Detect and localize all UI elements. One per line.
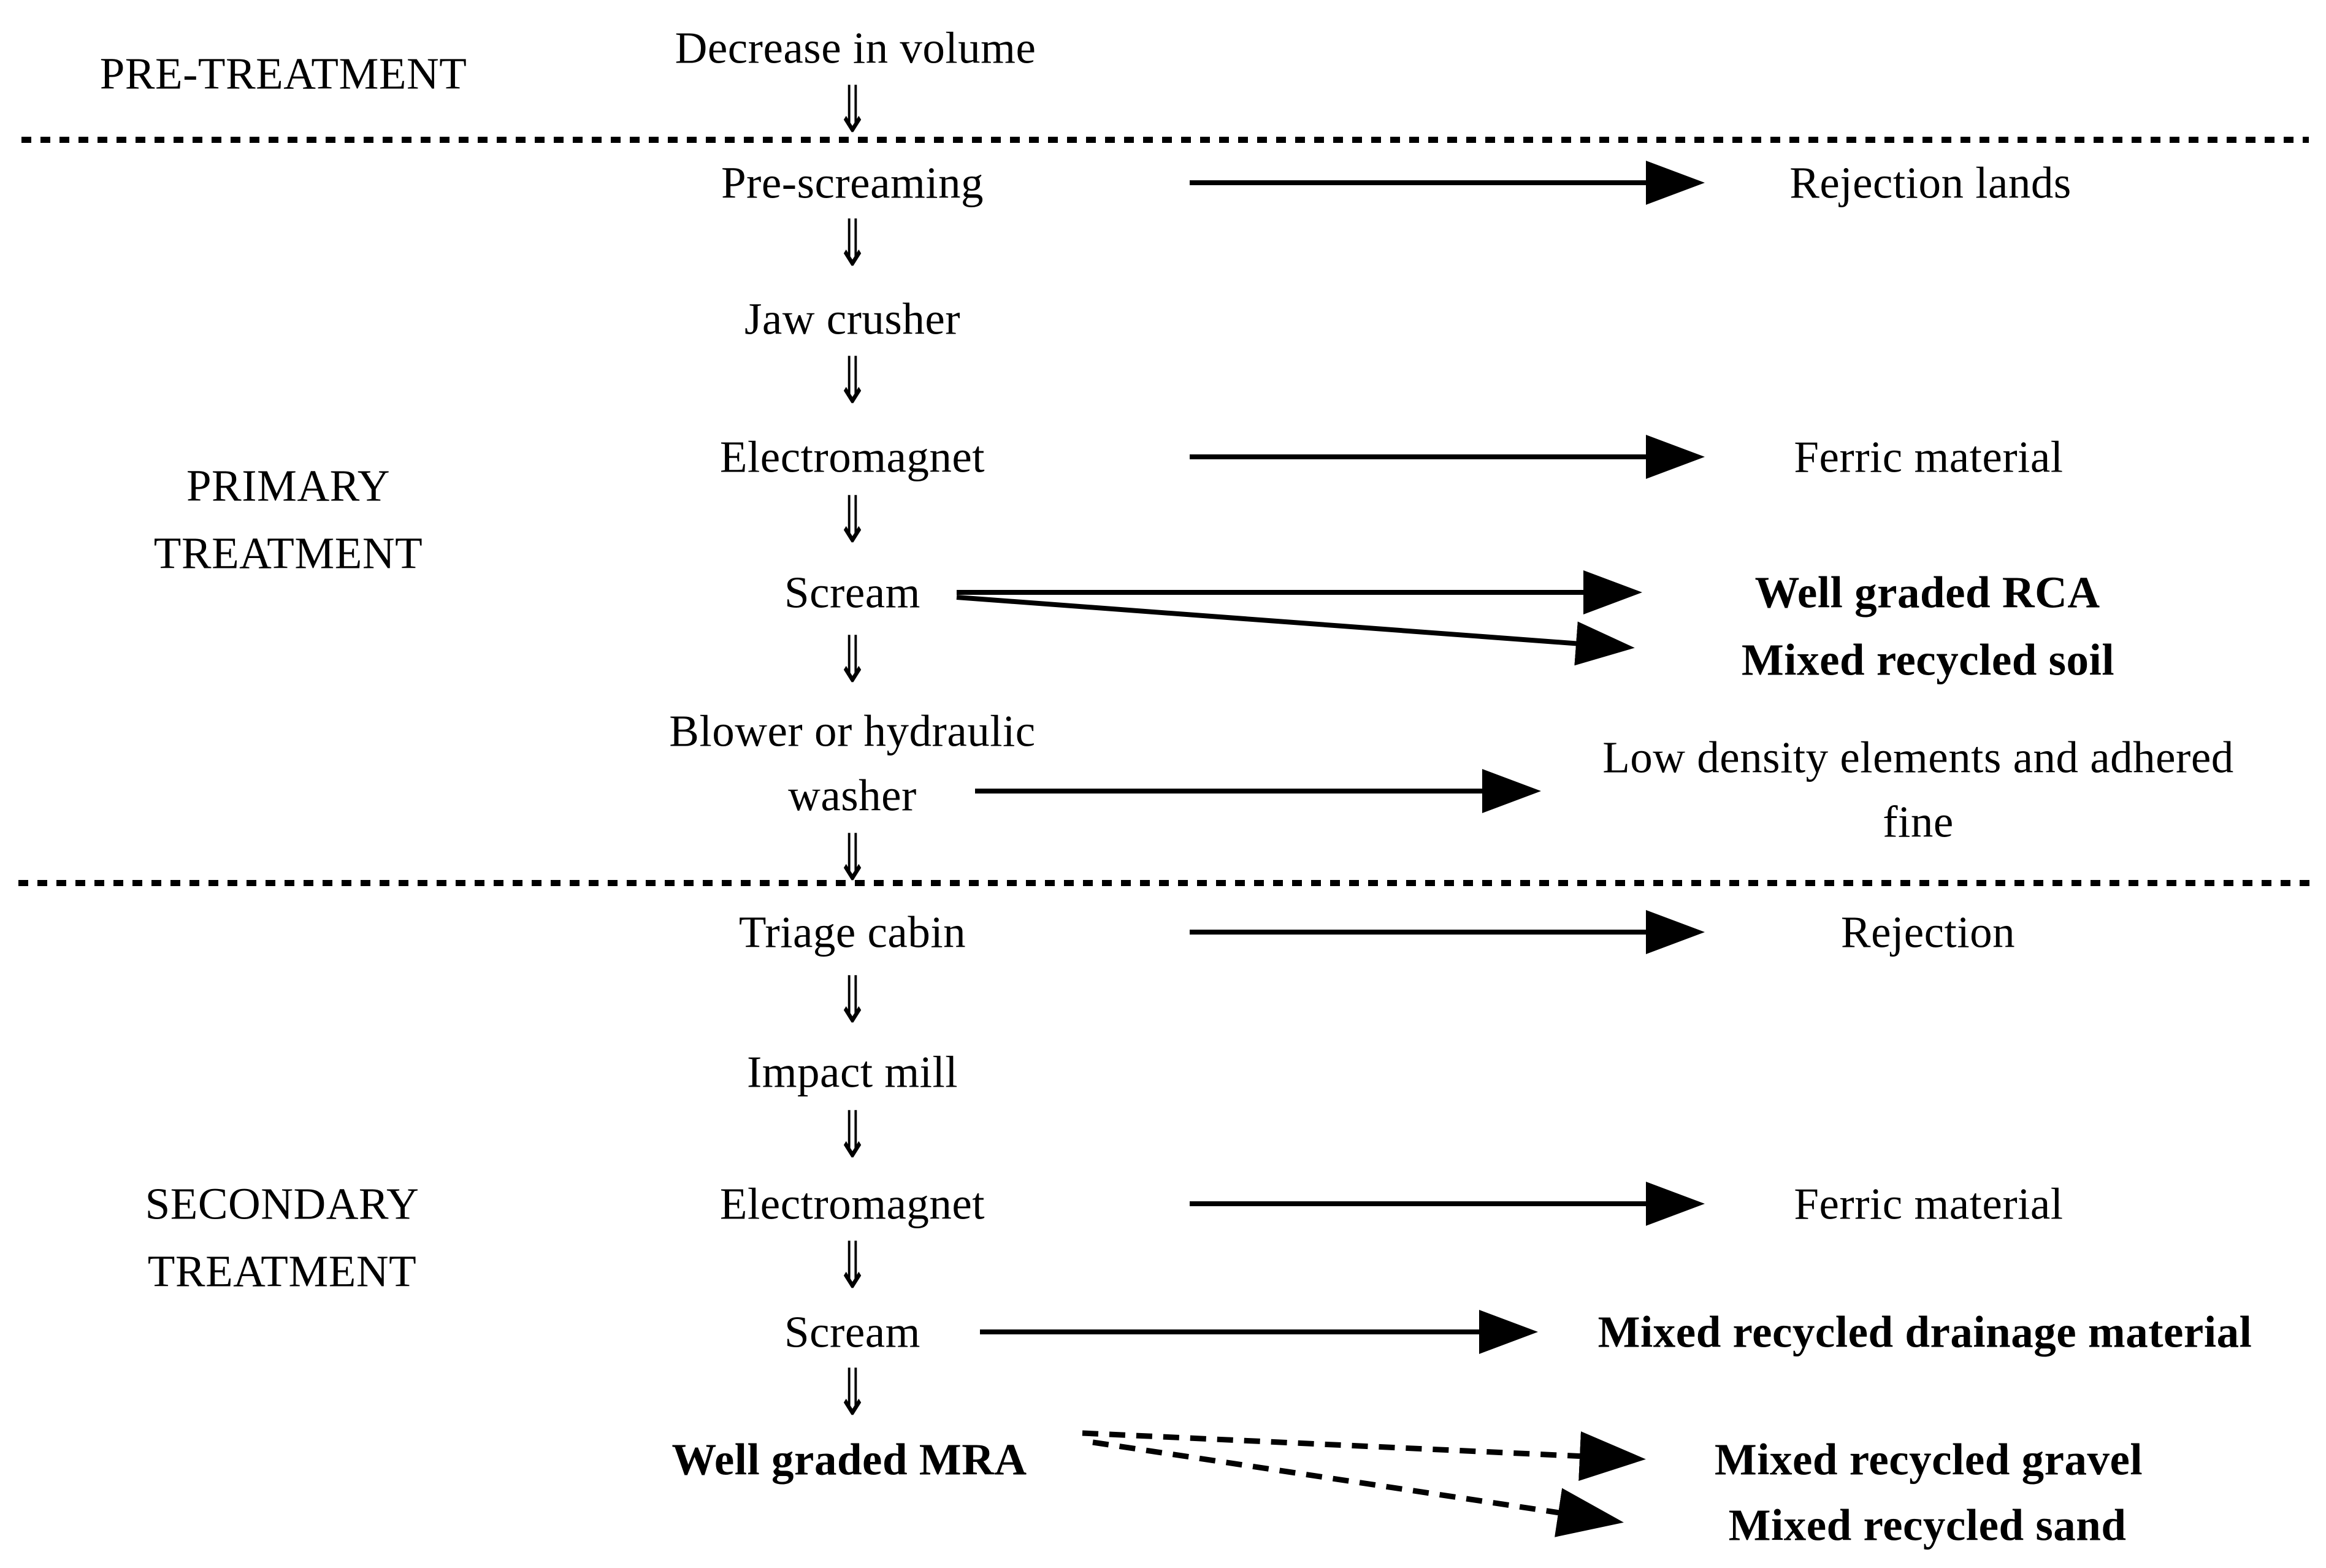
output-ferric-material-secondary: Ferric material: [1794, 1179, 2064, 1229]
output-ferric-material-primary: Ferric material: [1794, 432, 2064, 482]
output-mixed-recycled-drainage: Mixed recycled drainage material: [1597, 1307, 2252, 1357]
arrow-mra-to-mixed-recycled-gravel: [1082, 1430, 1646, 1482]
arrow-scream1-to-mixed-recycled-soil: [956, 595, 1635, 666]
step-blower-line2: washer: [788, 770, 917, 820]
output-mixed-recycled-gravel: Mixed recycled gravel: [1714, 1434, 2143, 1485]
output-well-graded-rca: Well graded RCA: [1754, 567, 2100, 618]
step-electromagnet-primary: Electromagnet: [719, 432, 985, 482]
step-blower-line1: Blower or hydraulic: [669, 706, 1036, 756]
output-rejection-lands: Rejection lands: [1789, 158, 2072, 208]
output-low-density-line1: Low density elements and adhered: [1602, 732, 2234, 782]
step-scream-primary: Scream: [784, 567, 920, 618]
flow-down-arrow-10: ⇓: [835, 1356, 870, 1431]
flow-down-arrow-6: ⇓: [835, 821, 870, 896]
output-mixed-recycled-sand: Mixed recycled sand: [1728, 1500, 2127, 1550]
step-electromagnet-secondary: Electromagnet: [719, 1179, 985, 1229]
flow-down-arrow-4: ⇓: [835, 483, 870, 558]
step-scream-secondary: Scream: [784, 1307, 920, 1357]
output-low-density-line2: fine: [1883, 797, 1954, 847]
section-label-secondary-line2: TREATMENT: [147, 1246, 417, 1296]
section-label-secondary-line1: SECONDARY: [145, 1179, 419, 1229]
step-well-graded-mra: Well graded MRA: [671, 1434, 1027, 1485]
step-pre-screaming: Pre-screaming: [721, 158, 984, 208]
flow-down-arrow-3: ⇓: [835, 344, 870, 419]
step-triage-cabin: Triage cabin: [738, 907, 966, 957]
step-jaw-crusher: Jaw crusher: [744, 294, 961, 344]
flow-down-arrow-7: ⇓: [835, 963, 870, 1038]
flow-down-arrow-2: ⇓: [835, 207, 870, 281]
flow-down-arrow-8: ⇓: [835, 1098, 870, 1173]
flow-down-arrow-1: ⇓: [835, 73, 870, 148]
section-label-primary-line1: PRIMARY: [186, 461, 391, 511]
section-label-primary-line2: TREATMENT: [153, 528, 423, 578]
flow-down-arrow-5: ⇓: [835, 623, 870, 698]
output-rejection: Rejection: [1840, 907, 2016, 957]
step-decrease-in-volume: Decrease in volume: [675, 23, 1036, 73]
section-label-pre-treatment: PRE-TREATMENT: [99, 48, 467, 99]
step-impact-mill: Impact mill: [746, 1047, 958, 1097]
output-mixed-recycled-soil: Mixed recycled soil: [1741, 635, 2115, 685]
flow-down-arrow-9: ⇓: [835, 1229, 870, 1304]
